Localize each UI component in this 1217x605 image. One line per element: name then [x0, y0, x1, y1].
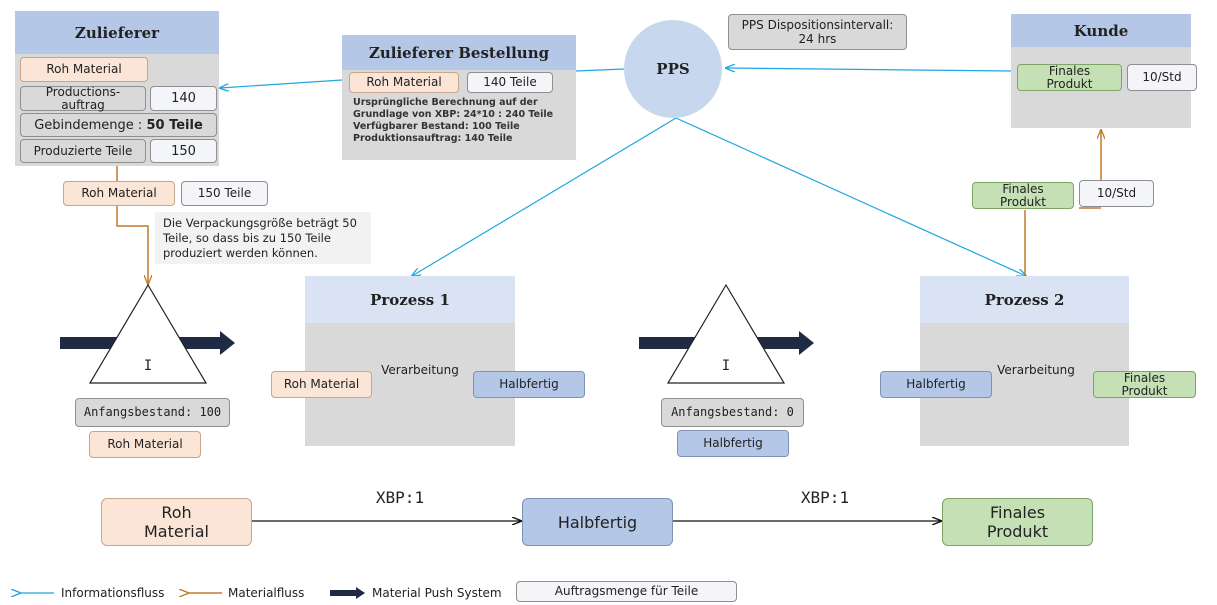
- info-flow-kunde-to-pps: [726, 68, 1012, 71]
- calc-line: Grundlage von XBP: 24*10 : 240 Teile: [353, 109, 554, 120]
- pps-node: PPS: [624, 20, 722, 118]
- supplier-produced-label: Produzierte Teile: [20, 139, 146, 163]
- supplier-title: Zulieferer: [74, 23, 160, 42]
- inventory-triangle-2: [666, 283, 786, 384]
- inventory2-material: Halbfertig: [677, 430, 789, 457]
- process2-input: Halbfertig: [880, 371, 992, 398]
- supplier-container-qty-label: Gebindemenge :: [34, 117, 147, 133]
- supplier-order-calculation: Ursprüngliche Berechnung auf der Grundla…: [353, 97, 575, 145]
- process2-title: Prozess 2: [984, 290, 1065, 309]
- supplier-produced-value: 150: [150, 139, 217, 163]
- info-flow-pps-to-order: [575, 68, 625, 72]
- shipment-qty: 150 Teile: [181, 181, 268, 206]
- customer-header: Kunde: [1011, 14, 1191, 47]
- supplier-order-qty: 140 Teile: [467, 72, 553, 93]
- process1-title: Prozess 1: [370, 290, 450, 309]
- process1-header: Prozess 1: [305, 276, 515, 323]
- process1-input: Roh Material: [271, 371, 372, 398]
- supplier-header: Zulieferer: [15, 11, 219, 54]
- inventory2-start: Anfangsbestand: 0: [661, 398, 804, 427]
- legend-info-flow: Informationsfluss: [61, 586, 165, 600]
- info-flow-pps-to-process1: [412, 117, 677, 276]
- legend-material-flow: Materialfluss: [228, 586, 305, 600]
- delivery-product: Finales Produkt: [972, 182, 1074, 209]
- supplier-container-qty-value: 50 Teile: [146, 117, 203, 133]
- shipment-material: Roh Material: [63, 181, 175, 206]
- legend-push-arrow: [330, 587, 365, 599]
- customer-rate: 10/Std: [1127, 64, 1197, 91]
- process2-header: Prozess 2: [920, 276, 1129, 323]
- pps-interval: PPS Dispositionsintervall: 24 hrs: [728, 14, 907, 50]
- inventory1-material: Roh Material: [89, 431, 201, 458]
- process1-output: Halbfertig: [473, 371, 585, 398]
- inventory1-symbol: I: [143, 358, 153, 374]
- bom-ratio-2: XBP:1: [800, 488, 850, 507]
- bom-ratio-1: XBP:1: [375, 488, 425, 507]
- supplier-production-order-value: 140: [150, 86, 217, 111]
- process2-step: Verarbeitung: [997, 363, 1075, 377]
- supplier-order-material: Roh Material: [349, 72, 459, 93]
- info-flow-order-to-supplier: [220, 79, 343, 88]
- supplier-production-order-label: Productions- auftrag: [20, 85, 146, 111]
- supplier-order-title: Zulieferer Bestellung: [368, 43, 550, 62]
- info-flow-pps-to-process2: [675, 117, 1026, 276]
- legend-push-system: Material Push System: [372, 586, 502, 600]
- calc-line: Verfügbarer Bestand: 100 Teile: [353, 121, 520, 132]
- packaging-note: Die Verpackungsgröße beträgt 50 Teile, s…: [155, 212, 371, 264]
- supplier-container-qty: Gebindemenge : 50 Teile: [20, 113, 217, 137]
- inventory-triangle-1: [88, 283, 208, 384]
- pps-label: PPS: [656, 60, 690, 78]
- legend-order-qty: Auftragsmenge für Teile: [516, 581, 737, 602]
- bom-stage-semi: Halbfertig: [522, 498, 673, 546]
- calc-line: Produktionsauftrag: 140 Teile: [353, 133, 513, 144]
- supplier-order-header: Zulieferer Bestellung: [342, 35, 576, 70]
- process1-step: Verarbeitung: [381, 363, 459, 377]
- customer-title: Kunde: [1073, 21, 1129, 40]
- delivery-rate: 10/Std: [1079, 180, 1154, 207]
- bom-stage-raw: Roh Material: [101, 498, 252, 546]
- inventory2-symbol: I: [721, 358, 731, 374]
- supplier-raw-material: Roh Material: [20, 57, 148, 82]
- customer-product: Finales Produkt: [1017, 64, 1122, 91]
- bom-stage-final: Finales Produkt: [942, 498, 1093, 546]
- inventory1-start: Anfangsbestand: 100: [75, 398, 230, 427]
- calc-line: Ursprüngliche Berechnung auf der: [353, 97, 538, 108]
- process2-output: Finales Produkt: [1093, 371, 1196, 398]
